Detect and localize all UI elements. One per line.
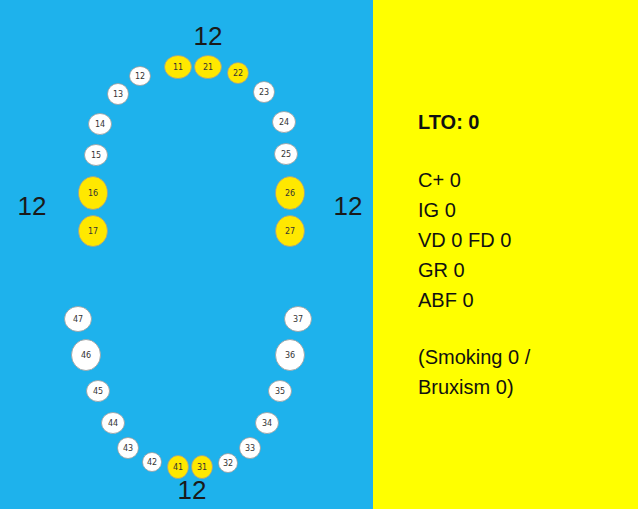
tooth-number: 22 bbox=[227, 69, 249, 78]
tooth-shape bbox=[87, 381, 110, 402]
tooth: 43 bbox=[117, 437, 139, 459]
score-item: GR 0 bbox=[418, 255, 628, 285]
tooth: 44 bbox=[101, 412, 125, 434]
tooth-number: 14 bbox=[88, 120, 112, 129]
score-item: (Smoking 0 / Bruxism 0) bbox=[418, 342, 568, 402]
tooth: 46 bbox=[71, 339, 101, 371]
tooth-shape bbox=[143, 453, 162, 472]
arch-count: 12 bbox=[178, 475, 207, 506]
tooth-shape bbox=[195, 56, 222, 79]
score-item: VD 0 FD 0 bbox=[418, 225, 628, 255]
tooth-shape bbox=[256, 413, 279, 434]
tooth-number: 26 bbox=[275, 189, 305, 198]
tooth-shape bbox=[240, 438, 261, 459]
tooth: 33 bbox=[239, 437, 261, 459]
tooth-shape bbox=[118, 438, 139, 459]
tooth-number: 31 bbox=[191, 463, 213, 472]
tooth-number: 32 bbox=[218, 459, 238, 468]
tooth-shape bbox=[79, 177, 108, 210]
tooth-number: 21 bbox=[194, 63, 222, 72]
tooth: 47 bbox=[64, 306, 92, 332]
score-item: IG 0 bbox=[418, 195, 628, 225]
tooth-number: 23 bbox=[253, 88, 275, 97]
arch-count: 12 bbox=[334, 191, 363, 222]
info-panel: LTO: 0 C+ 0IG 0VD 0 FD 0GR 0ABF 0 (Smoking… bbox=[373, 0, 638, 509]
tooth: 25 bbox=[274, 143, 298, 165]
tooth-shape bbox=[275, 144, 298, 165]
tooth: 35 bbox=[268, 380, 292, 402]
tooth-number: 36 bbox=[275, 351, 305, 360]
tooth-shape bbox=[276, 340, 305, 371]
tooth-shape bbox=[269, 381, 292, 402]
tooth-shape bbox=[102, 413, 125, 434]
tooth-number: 13 bbox=[107, 90, 129, 99]
tooth-number: 16 bbox=[78, 189, 108, 198]
tooth-number: 34 bbox=[255, 419, 279, 428]
tooth-shape bbox=[276, 177, 305, 210]
tooth-number: 37 bbox=[284, 315, 312, 324]
tooth-shape bbox=[89, 114, 112, 135]
tooth-shape bbox=[228, 63, 249, 84]
tooth: 32 bbox=[218, 453, 238, 473]
tooth-shape bbox=[219, 454, 238, 473]
tooth: 23 bbox=[253, 81, 275, 103]
tooth: 27 bbox=[275, 215, 305, 247]
tooth: 16 bbox=[78, 176, 108, 210]
tooth: 12 bbox=[129, 66, 151, 86]
tooth-number: 11 bbox=[164, 63, 192, 72]
tooth: 17 bbox=[78, 215, 108, 247]
tooth-number: 25 bbox=[274, 150, 298, 159]
tooth-number: 42 bbox=[142, 458, 162, 467]
tooth-shape bbox=[254, 82, 275, 103]
tooth-number: 44 bbox=[101, 419, 125, 428]
tooth-number: 46 bbox=[71, 351, 101, 360]
score-item: ABF 0 bbox=[418, 285, 628, 315]
tooth-shape bbox=[165, 56, 192, 79]
tooth-shape bbox=[276, 216, 305, 247]
tooth: 37 bbox=[284, 306, 312, 332]
tooth: 22 bbox=[227, 62, 249, 84]
tooth-number: 33 bbox=[239, 444, 261, 453]
arch-count: 12 bbox=[194, 21, 223, 52]
tooth-number: 43 bbox=[117, 444, 139, 453]
tooth-shape bbox=[72, 340, 101, 371]
tooth-shape bbox=[285, 307, 312, 332]
tooth-shape bbox=[273, 112, 296, 133]
tooth: 24 bbox=[272, 111, 296, 133]
arch-ground bbox=[0, 0, 373, 509]
arch-count: 12 bbox=[18, 191, 47, 222]
tooth-number: 45 bbox=[86, 387, 110, 396]
tooth-shape bbox=[79, 216, 108, 247]
tooth: 45 bbox=[86, 380, 110, 402]
tooth-number: 27 bbox=[275, 227, 305, 236]
tooth-number: 15 bbox=[84, 151, 108, 160]
tooth-shape bbox=[108, 84, 129, 105]
tooth: 14 bbox=[88, 113, 112, 135]
tooth-number: 17 bbox=[78, 227, 108, 236]
tooth-number: 41 bbox=[167, 463, 189, 472]
tooth: 26 bbox=[275, 176, 305, 210]
tooth: 36 bbox=[275, 339, 305, 371]
tooth: 13 bbox=[107, 83, 129, 105]
tooth-shape bbox=[130, 67, 151, 86]
tooth: 34 bbox=[255, 412, 279, 434]
score-heading: LTO: 0 bbox=[418, 107, 628, 137]
tooth-shape bbox=[65, 307, 92, 332]
tooth-number: 12 bbox=[129, 72, 151, 81]
tooth: 15 bbox=[84, 144, 108, 166]
tooth-number: 47 bbox=[64, 315, 92, 324]
tooth-number: 24 bbox=[272, 118, 296, 127]
tooth-shape bbox=[85, 145, 108, 166]
tooth: 21 bbox=[194, 55, 222, 79]
tooth-number: 35 bbox=[268, 387, 292, 396]
score-item: C+ 0 bbox=[418, 165, 628, 195]
tooth: 11 bbox=[164, 55, 192, 79]
tooth: 42 bbox=[142, 452, 162, 472]
